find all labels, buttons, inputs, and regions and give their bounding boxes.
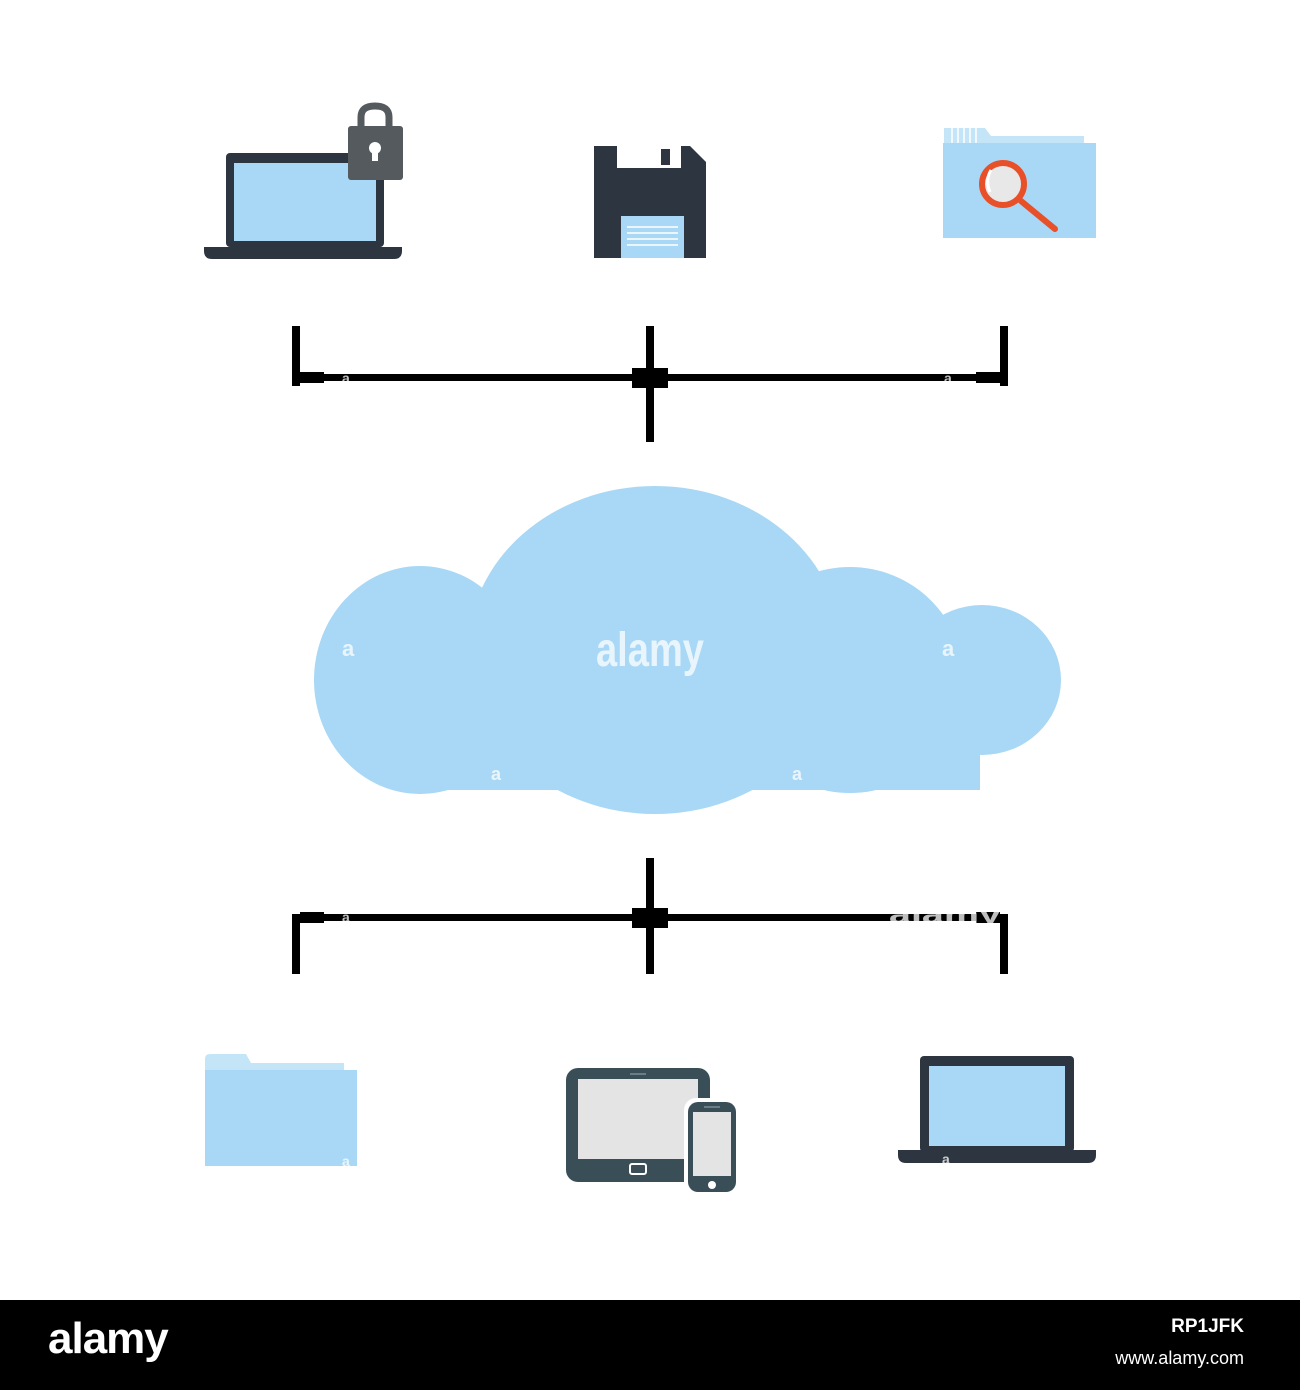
floppy-disk-icon	[594, 146, 706, 258]
image-id: RP1JFK	[1171, 1316, 1244, 1337]
svg-text:a: a	[342, 370, 350, 386]
tablet-phone-icon	[566, 1068, 740, 1196]
svg-text:a: a	[792, 764, 803, 784]
cloud-watermark: alamy	[596, 624, 704, 677]
svg-text:a: a	[342, 909, 350, 925]
folder-icon	[205, 1054, 357, 1166]
connector-watermark: alamy	[889, 899, 1002, 929]
cloud-network-diagram: a a alamy a a a a alamy a a	[204, 102, 1096, 1196]
tablet-icon	[566, 1068, 710, 1182]
phone-icon	[684, 1098, 740, 1196]
locked-laptop-icon	[204, 102, 403, 259]
laptop-icon	[898, 1056, 1096, 1163]
svg-text:a: a	[942, 1151, 950, 1167]
cloud-icon	[314, 486, 1061, 814]
svg-text:a: a	[944, 370, 952, 386]
magnifier-icon	[979, 160, 1058, 232]
svg-text:a: a	[942, 636, 955, 661]
folder-search-icon	[943, 128, 1096, 238]
watermark-footer: alamy RP1JFK www.alamy.com	[0, 1300, 1300, 1390]
bottom-connector	[292, 858, 1008, 974]
svg-text:a: a	[491, 764, 502, 784]
alamy-logo: alamy	[48, 1314, 169, 1363]
footer-url: www.alamy.com	[1115, 1348, 1244, 1368]
svg-text:a: a	[342, 1153, 350, 1169]
top-connector	[292, 326, 1008, 442]
padlock-icon	[348, 102, 403, 180]
svg-text:a: a	[342, 636, 355, 661]
